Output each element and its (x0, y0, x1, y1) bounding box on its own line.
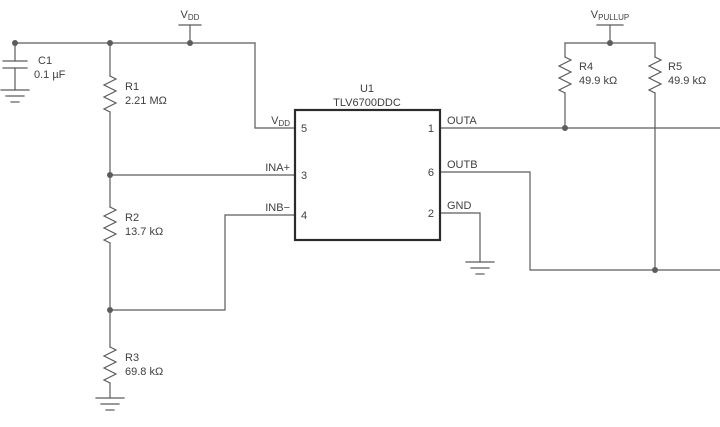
r5-ref-label: R5 (668, 61, 682, 73)
c1-value-label: 0.1 µF (34, 69, 66, 81)
ic-pin4-number: 4 (301, 210, 307, 222)
ic-body (293, 108, 442, 242)
resistor-r1-icon (102, 42, 118, 176)
ic-pin6-number: 6 (428, 167, 434, 179)
junction-dot (107, 40, 113, 46)
wires (14, 42, 720, 311)
capacitor-c1-icon (2, 42, 28, 91)
wire-inb (109, 214, 296, 311)
junction-dots (12, 40, 658, 313)
junction-dot (607, 40, 613, 46)
resistor-r2-icon (102, 174, 118, 311)
vpullup-supply-label: VPULLUP (591, 9, 629, 22)
ic-pin-gnd-label: GND (447, 200, 472, 212)
r2-ref-label: R2 (125, 212, 139, 224)
ic-pin1-number: 1 (428, 123, 434, 135)
r5-value-label: 49.9 kΩ (668, 75, 706, 87)
c1-ref-label: C1 (38, 55, 52, 67)
resistor-r5-icon (647, 42, 663, 271)
r1-value-label: 2.21 MΩ (125, 95, 167, 107)
u1-part-label: TLV6700DDC (333, 97, 401, 109)
ic-pin-vdd-label: VDD (271, 115, 290, 128)
r3-ref-label: R3 (125, 352, 139, 364)
ic-ground-icon (465, 261, 495, 275)
wire-vdd-to-pin5 (254, 42, 296, 129)
r1-ref-label: R1 (125, 81, 139, 93)
junction-dot (187, 40, 193, 46)
ic-pin2-number: 2 (428, 208, 434, 220)
ic-pin3-number: 3 (301, 170, 307, 182)
junction-dot (562, 125, 568, 131)
wire-gnd (439, 212, 481, 263)
junction-dot (652, 267, 658, 273)
r3-value-label: 69.8 kΩ (125, 366, 163, 378)
r3-ground-icon (95, 397, 125, 411)
resistor-r4-icon (557, 42, 573, 129)
r2-value-label: 13.7 kΩ (125, 226, 163, 238)
r4-ref-label: R4 (579, 61, 593, 73)
ic-pin-outa-label: OUTA (447, 115, 477, 127)
wire-outb (439, 171, 720, 271)
r4-value-label: 49.9 kΩ (579, 75, 617, 87)
resistor-r3-icon (102, 309, 118, 399)
ic-pin5-number: 5 (301, 123, 307, 135)
junction-dot (12, 40, 18, 46)
vdd-supply-label: VDD (181, 9, 200, 22)
ic-pin-outb-label: OUTB (447, 159, 478, 171)
ic-pin-ina-label: INA+ (265, 162, 290, 174)
junction-dot (107, 172, 113, 178)
c1-ground-icon (0, 89, 30, 103)
junction-dot (107, 307, 113, 313)
ic-pin-inb-label: INB− (265, 202, 290, 214)
u1-ref-label: U1 (360, 83, 374, 95)
